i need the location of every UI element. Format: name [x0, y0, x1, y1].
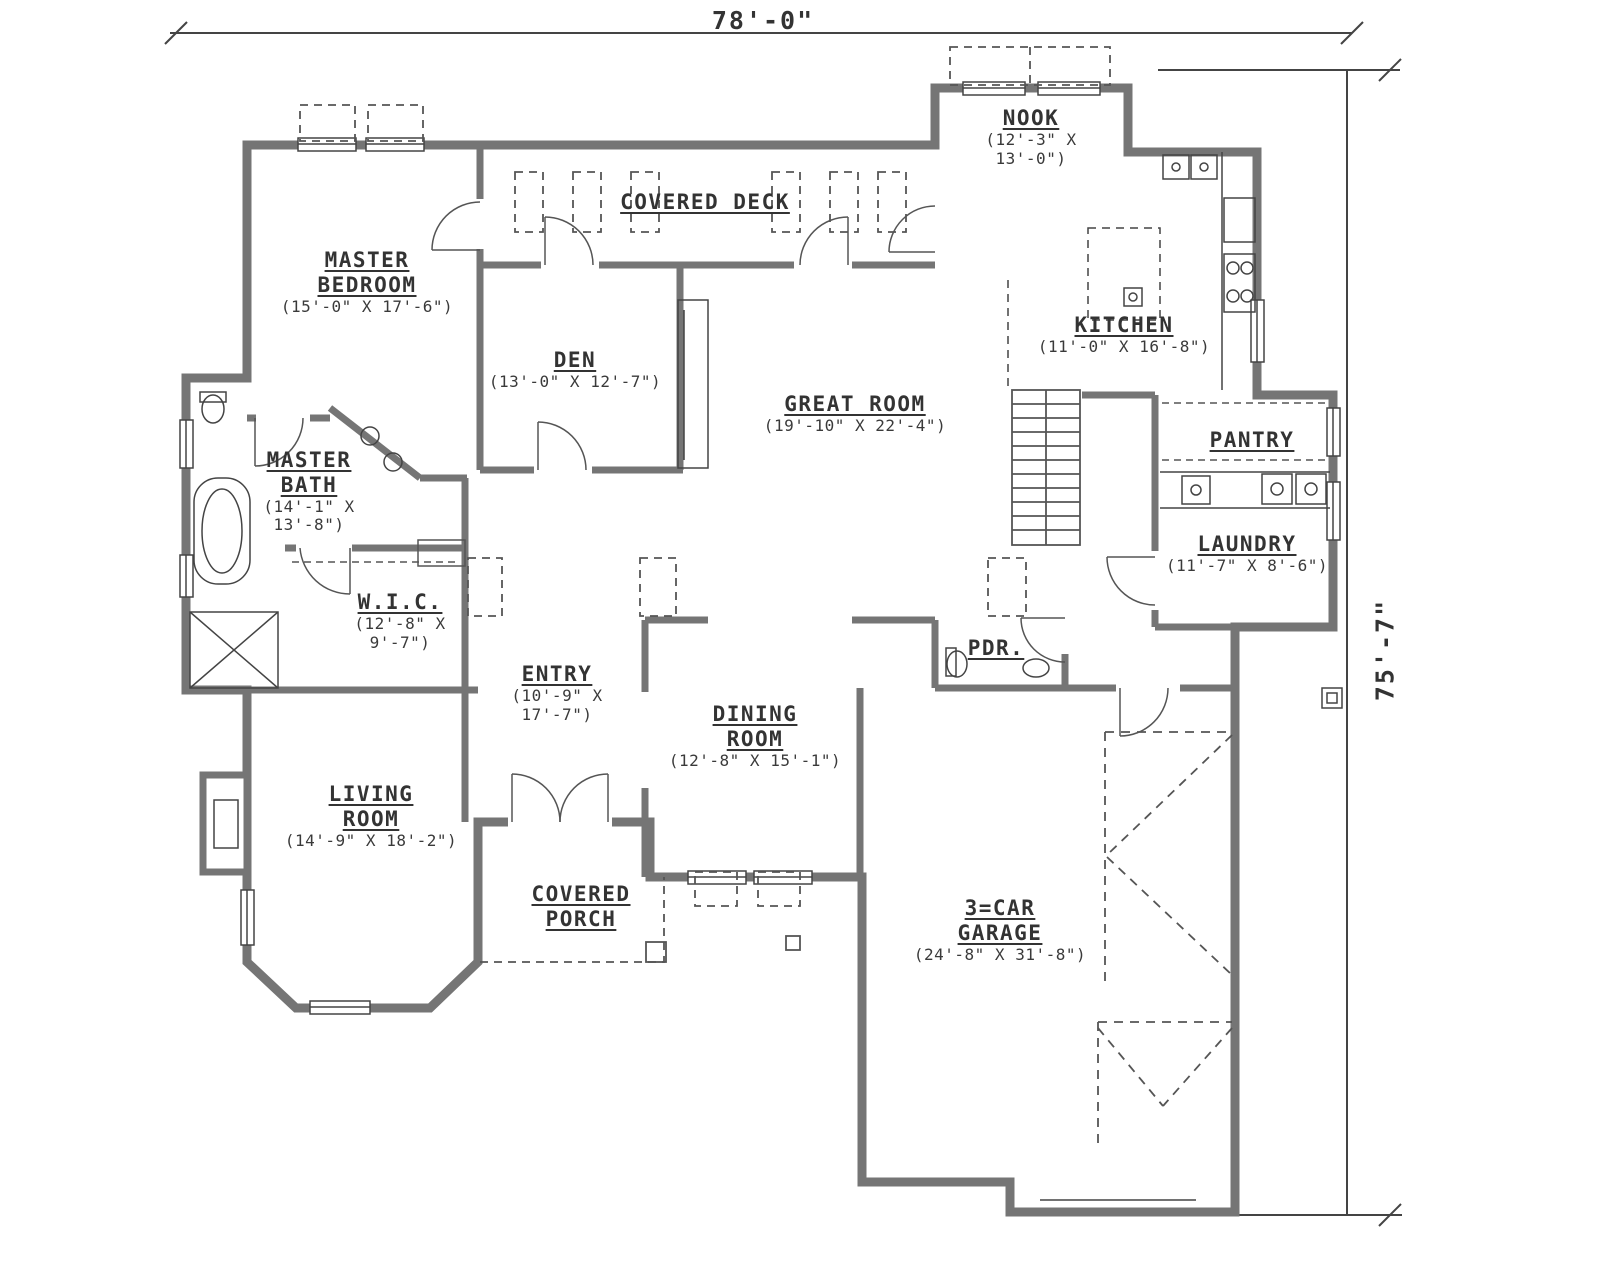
dimension-width-label: 78'-0"	[711, 6, 815, 35]
stairs	[1011, 389, 1081, 546]
dimension-lines	[164, 21, 1402, 1227]
windows	[179, 81, 1341, 1015]
range-icon	[1223, 253, 1256, 313]
shower-icon	[189, 611, 279, 689]
refrigerator-icon	[1223, 197, 1256, 243]
pantry-shelves	[1162, 402, 1328, 461]
master-bath-fixtures	[189, 391, 403, 689]
kitchen-sink-icon	[1162, 154, 1190, 180]
room-label-master-bedroom: MASTER BEDROOM (15'-0" X 17'-6")	[280, 248, 454, 316]
deck-posts	[299, 46, 1111, 907]
room-label-den: DEN (13'-0" X 12'-7")	[488, 348, 662, 391]
room-label-laundry: LAUNDRY (11'-7" X 8'-6")	[1165, 532, 1329, 575]
toilet-icon	[201, 394, 225, 424]
media-wall	[677, 280, 1009, 469]
room-label-covered-deck: COVERED DECK	[620, 190, 790, 214]
sink-icon	[1022, 658, 1050, 678]
wic-fixtures	[292, 539, 466, 567]
dimension-height-label: 75'-7"	[1370, 598, 1400, 702]
garage-trusses	[1097, 731, 1233, 1150]
room-label-garage: 3=CAR GARAGE (24'-8" X 31'-8")	[913, 896, 1087, 964]
powder-room-fixtures	[945, 647, 1050, 678]
fireplace	[199, 771, 251, 876]
porch-outline	[480, 877, 801, 963]
room-label-pantry: PANTRY	[1209, 428, 1295, 452]
doors	[254, 201, 1169, 823]
interior-walls	[247, 145, 1235, 877]
room-label-living-room: LIVING ROOM (14'-9" X 18'-2")	[284, 782, 458, 850]
toilet-icon	[946, 650, 968, 678]
laundry-sink-icon	[1181, 475, 1211, 505]
bathtub-icon	[193, 477, 251, 585]
vanity-sink-icon	[360, 426, 380, 446]
room-label-entry: ENTRY (10'-9" X 17'-7")	[511, 662, 603, 724]
room-label-kitchen: KITCHEN (11'-0" X 16'-8")	[1037, 313, 1211, 356]
laundry-fixtures	[1160, 471, 1330, 509]
room-label-dining-room: DINING ROOM (12'-8" X 15'-1")	[668, 702, 842, 770]
room-label-great-room: GREAT ROOM (19'-10" X 22'-4")	[763, 392, 947, 435]
kitchen-island-icon	[1087, 227, 1161, 321]
kitchen-fixtures	[1087, 152, 1256, 390]
room-label-covered-porch: COVERED PORCH	[531, 882, 631, 931]
room-label-nook: NOOK (12'-3" X 13'-0")	[985, 106, 1077, 168]
room-label-master-bath: MASTER BATH (14'-1" X 13'-8")	[263, 448, 355, 535]
utility-symbol	[1321, 687, 1343, 709]
room-label-wic: W.I.C. (12'-8" X 9'-7")	[354, 590, 446, 652]
room-label-powder: PDR.	[967, 636, 1025, 660]
